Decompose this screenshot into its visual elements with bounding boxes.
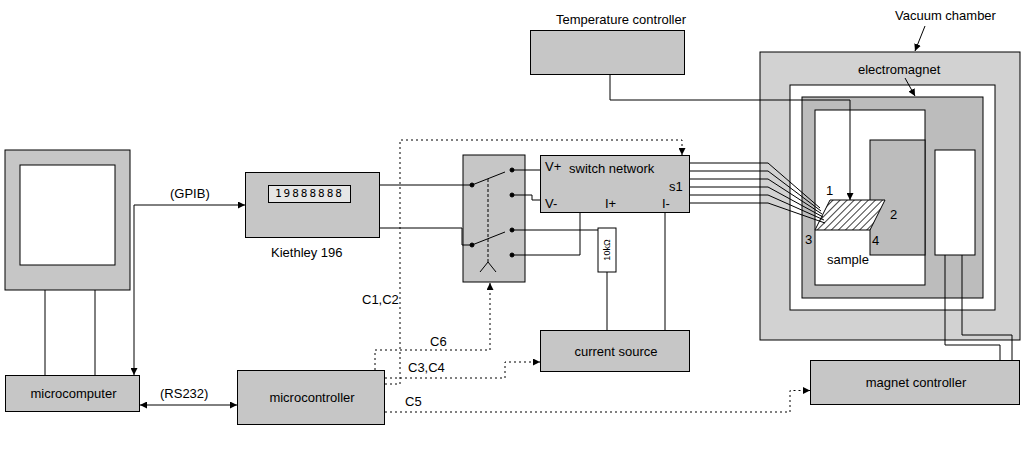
signal-label: I- — [662, 196, 670, 211]
signal-label: V+ — [545, 159, 561, 174]
signal-label: I+ — [605, 196, 616, 211]
magnet-gap — [815, 110, 925, 285]
signal-label: C6 — [430, 334, 447, 349]
coil-wires — [945, 255, 1012, 360]
monitor — [5, 150, 130, 290]
control-line — [385, 391, 810, 413]
chamber-region: Vacuum chambersample — [760, 52, 1020, 340]
edge-label: C1,C2 — [362, 292, 399, 307]
computer-box: microcomputer — [5, 375, 140, 412]
relay-switch — [463, 155, 525, 282]
leader-line — [905, 78, 915, 96]
node-text: Kiethley 196 — [271, 245, 343, 260]
connector-line — [690, 187, 823, 217]
node-text: current source — [574, 344, 657, 359]
monitor-stand — [95, 290, 96, 375]
node-text: Vacuum chamber — [895, 8, 996, 23]
node-text: microcomputer — [31, 386, 117, 401]
signal-label: V- — [545, 196, 557, 211]
vacuum-chamber — [760, 52, 1020, 340]
edge-label: C3,C4 — [408, 360, 445, 375]
magnet-coil — [935, 150, 975, 255]
electromagnet-yoke — [802, 97, 983, 298]
temperature-box: Temperature controller — [530, 30, 685, 75]
controller-box: microcontroller — [237, 370, 385, 425]
resistor-symbol — [598, 228, 616, 272]
node-text: switch network — [569, 161, 654, 176]
signal-label: 1 — [826, 183, 833, 198]
connector-line — [690, 179, 822, 214]
monitor-stand — [45, 290, 46, 375]
signal-label: 2 — [890, 207, 897, 222]
leader-line — [915, 26, 925, 51]
connector-line — [690, 203, 825, 223]
connector-line — [690, 195, 824, 220]
node-text: sample — [827, 252, 869, 267]
connector-line — [140, 405, 237, 406]
signal-label: electromagnet — [858, 62, 940, 77]
connector — [690, 163, 825, 223]
connector-line — [385, 391, 810, 413]
signal-label: 3 — [805, 232, 812, 247]
edge-label: (GPIB) — [170, 186, 210, 201]
connector — [134, 205, 245, 375]
magnet-space — [790, 85, 995, 310]
signal-label: s1 — [669, 179, 683, 194]
source-box: current source — [540, 330, 690, 372]
connector-line — [690, 163, 820, 208]
pole-piece — [870, 140, 925, 255]
node-text: Temperature controller — [556, 12, 686, 27]
node-text: microcontroller — [269, 390, 354, 405]
magnet-controller-box: magnet controller — [810, 360, 1020, 405]
signal-label: 4 — [872, 233, 879, 248]
edge-label: (RS232) — [160, 386, 208, 401]
monitor-screen — [20, 165, 115, 265]
meter-display: 19888888 — [268, 185, 351, 203]
meter-box: 19888888Kiethley 196 — [245, 172, 380, 238]
resistor-value: 10kΩ — [602, 239, 612, 260]
connector — [140, 405, 237, 406]
edge-label: C5 — [405, 394, 422, 409]
sample-plate — [815, 200, 885, 230]
sample-node: sample — [815, 198, 885, 232]
connector-line — [134, 205, 245, 375]
node-text: magnet controller — [866, 375, 966, 390]
relay-contacts — [470, 168, 514, 272]
